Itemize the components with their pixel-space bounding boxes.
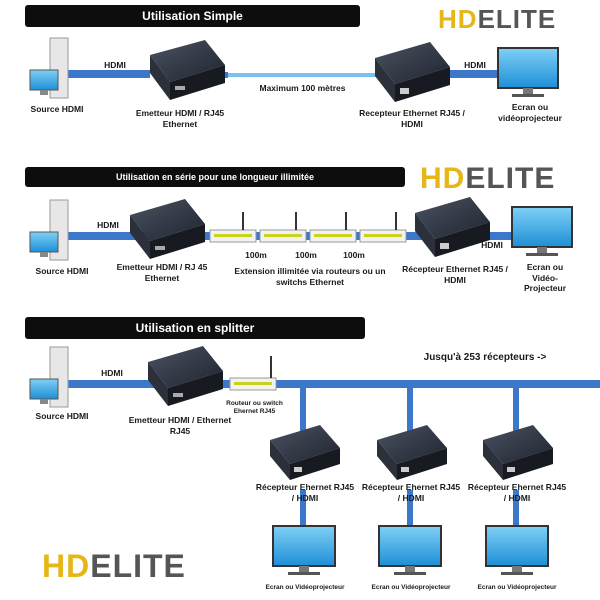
s2-receiver-label: Récepteur Ethernet RJ45 / HDMI <box>402 264 508 285</box>
section1-title: Utilisation Simple <box>25 5 360 27</box>
s2-switch-icon <box>359 212 407 243</box>
s3-receiver-label: Récepteur Ehernet RJ45 / HDMI <box>467 482 567 503</box>
s2-cable-hdmi-right: HDMI <box>481 240 503 250</box>
s3-display-label: Ecran ou Vidéoprojecteur <box>477 584 557 591</box>
s3-receiver-box-icon <box>270 425 340 480</box>
s3-source-label: Source HDMI <box>35 411 89 421</box>
s3-display-label: Ecran ou Vidéoprojecteur <box>265 584 345 591</box>
s2-segment-label: 100m <box>343 250 365 260</box>
s3-receiver-box-icon <box>377 425 447 480</box>
s1-receiver-box-icon <box>375 42 450 102</box>
s2-source-label: Source HDMI <box>35 266 89 276</box>
s3-receiver-box-icon <box>483 425 553 480</box>
s2-segment-label: 100m <box>295 250 317 260</box>
section2-title: Utilisation en série pour une longueur i… <box>25 167 405 187</box>
s3-router-icon <box>229 356 277 391</box>
section3-title: Utilisation en splitter <box>25 317 365 339</box>
s3-receiver-label: Récepteur Ehernet RJ45 / HDMI <box>255 482 355 503</box>
s2-emitter-box-icon <box>130 199 205 259</box>
s3-receiver-label: Récepteur Ehernet RJ45 / HDMI <box>361 482 461 503</box>
s3-cables <box>55 380 600 526</box>
s1-cable-hdmi-right: HDMI <box>464 60 486 70</box>
s2-switch-icon <box>259 212 307 243</box>
s1-emitter-box-icon <box>150 40 225 100</box>
s3-display-monitor-icon <box>272 525 336 575</box>
s3-emitter-box-icon <box>148 346 223 406</box>
s2-segment-label: 100m <box>245 250 267 260</box>
s2-cable-hdmi-left: HDMI <box>97 220 119 230</box>
s3-display-monitor-icon <box>378 525 442 575</box>
s1-receiver-label: Recepteur Ethernet RJ45 / HDMI <box>359 108 465 129</box>
s3-receivers-note: Jusqu'à 253 récepteurs -> <box>423 352 547 363</box>
s1-distance-label: Maximum 100 mètres <box>259 83 346 93</box>
s1-display-monitor-icon <box>497 47 559 97</box>
s2-extension-label: Extension illimitée via routeurs ou un s… <box>234 266 386 287</box>
s3-router-label: Routeur ou switch Ehernet RJ45 <box>226 400 283 416</box>
s2-display-label: Ecran ou Vidéo-Projecteur <box>523 262 567 294</box>
s3-source-pc-icon <box>29 346 69 408</box>
s2-switch-icon <box>209 212 257 243</box>
s1-source-label: Source HDMI <box>30 104 84 114</box>
s2-source-pc-icon <box>29 199 69 261</box>
s3-cable-hdmi-left: HDMI <box>101 368 123 378</box>
s2-display-monitor-icon <box>511 206 573 256</box>
s1-emitter-label: Emetteur HDMI / RJ45 Ethernet <box>135 108 225 129</box>
s1-cable-hdmi-left: HDMI <box>104 60 126 70</box>
s2-receiver-box-icon <box>415 197 490 257</box>
s3-display-label: Ecran ou Vidéoprojecteur <box>371 584 451 591</box>
s2-switch-icon <box>309 212 357 243</box>
s1-source-pc-icon <box>29 37 69 99</box>
s1-display-label: Ecran ou vidéoprojecteur <box>498 102 562 123</box>
s3-emitter-label: Emetteur HDMI / Ethernet RJ45 <box>128 415 232 436</box>
s3-display-monitor-icon <box>485 525 549 575</box>
s2-emitter-label: Emetteur HDMI / RJ 45 Ethernet <box>116 262 208 283</box>
